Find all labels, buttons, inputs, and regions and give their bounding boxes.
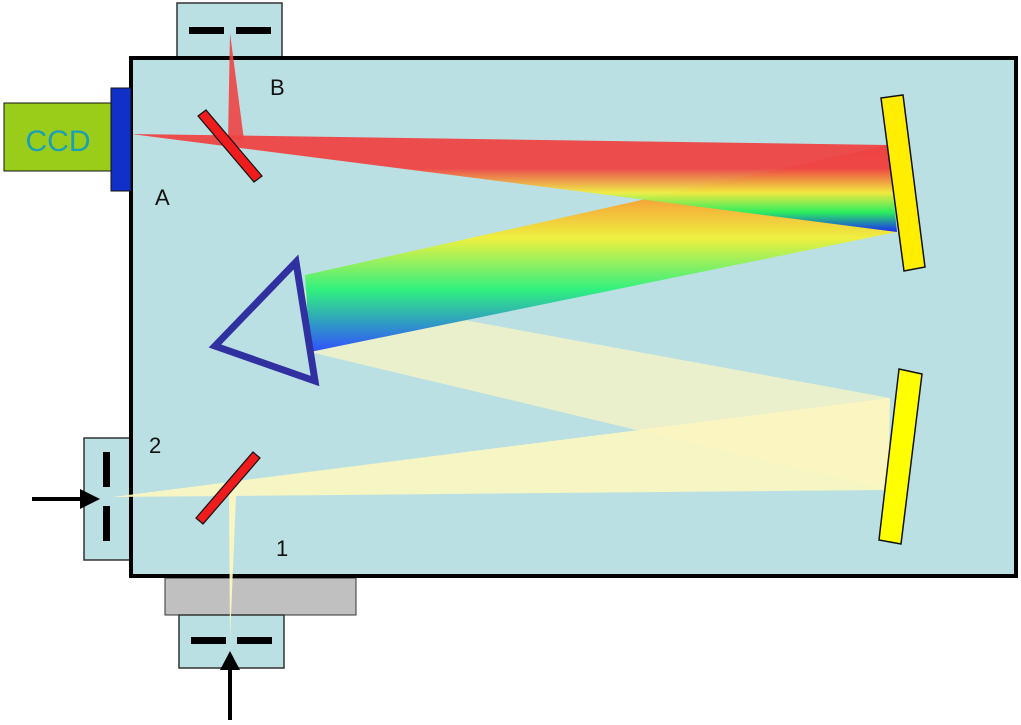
white-light-beam-vertical: [229, 496, 236, 640]
dispersed-beam-to-ccd: [131, 134, 897, 232]
exit-flip-mirror: [197, 109, 263, 183]
exit-slit-b-right-jaw: [236, 27, 271, 34]
white-light-beam-collimated: [300, 290, 890, 490]
input-arrow-2-icon: [32, 489, 100, 509]
entrance-slit-1-right-jaw: [237, 637, 272, 644]
focusing-mirror: [880, 94, 926, 272]
input-arrow-1-icon: [220, 651, 240, 720]
entrance-slit-1-left-jaw: [191, 637, 226, 644]
prism: [208, 254, 320, 387]
ccd-detector: [3, 102, 112, 172]
label-exit-b: B: [270, 75, 285, 100]
beam-to-exit-slit-b: [228, 33, 244, 140]
label-entrance-1: 1: [276, 536, 288, 561]
entrance-slit-2-lower-jaw: [103, 506, 110, 541]
exit-slit-b-left-jaw: [189, 27, 224, 34]
label-entrance-2: 2: [149, 433, 161, 458]
entrance-slit-2-upper-jaw: [103, 452, 110, 487]
label-exit-a: A: [155, 185, 170, 210]
ccd-label: CCD: [26, 125, 91, 158]
collimating-mirror: [878, 368, 923, 545]
ccd-window: [110, 87, 132, 192]
entrance-flip-mirror: [195, 451, 261, 525]
mount-plate: [164, 577, 357, 616]
